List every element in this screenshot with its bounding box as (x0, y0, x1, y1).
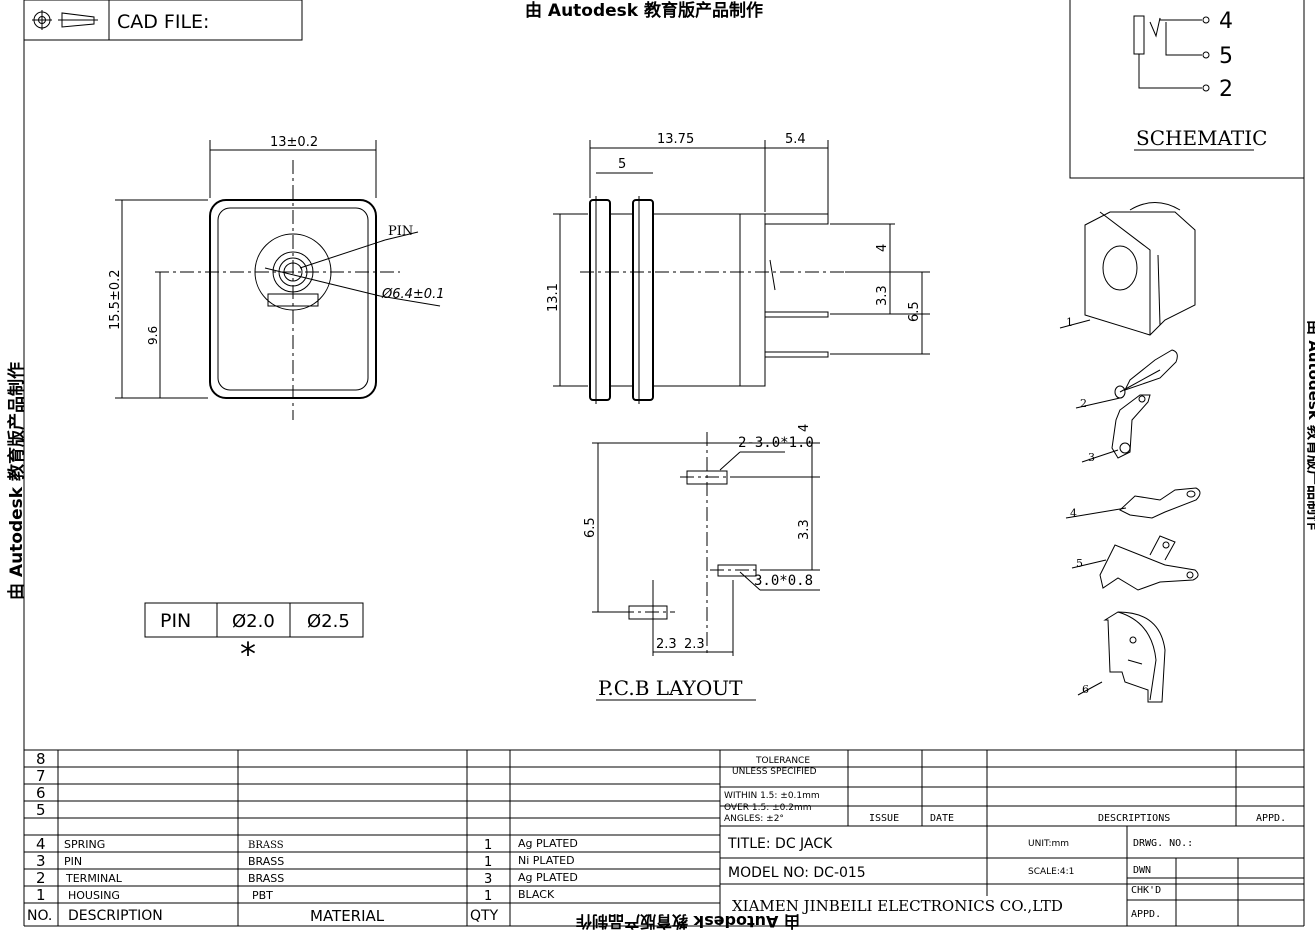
tb-chkd: CHK'D (1131, 885, 1161, 896)
pcb-dim-c: 6.5 (583, 517, 598, 538)
side-dim-b: 3.3 (875, 285, 890, 306)
watermark-right: 由 Autodesk 教育版产品制作 (1305, 320, 1315, 530)
bom-row-6: 6 (36, 784, 46, 802)
bom-header-description: DESCRIPTION (68, 908, 163, 924)
pin-table-d2: Ø2.5 (307, 611, 350, 632)
exploded-label-2: 2 (1080, 397, 1087, 410)
bom-r1-mat: PBT (252, 889, 273, 902)
bom-r3-qty: 1 (484, 855, 492, 870)
bom-r2-desc: TERMINAL (65, 872, 123, 885)
bom-r2-mat: BRASS (248, 872, 284, 885)
bom-r1-fin: BLACK (518, 888, 555, 901)
front-dim-center: 9.6 (146, 326, 160, 345)
watermark-left: 由 Autodesk 教育版产品制作 (6, 362, 27, 600)
pcb-dim-a: 4 (797, 424, 812, 432)
tb-issue: ISSUE (869, 813, 899, 824)
tb-unit: UNIT:mm (1028, 839, 1069, 849)
tol-within: WITHIN 1.5: ±0.1mm (724, 791, 820, 801)
tb-title: TITLE: DC JACK (727, 836, 833, 852)
pcb-dim-x2: 2.3 (684, 637, 705, 652)
exploded-view: 1 2 3 4 5 6 (1059, 202, 1201, 703)
front-dim-height: 15.5±0.2 (108, 269, 123, 330)
exploded-label-3: 3 (1088, 451, 1095, 464)
side-view: 13.75 5.4 5 13.1 4 3.3 6.5 (546, 132, 930, 404)
side-dim-c: 6.5 (907, 301, 922, 322)
tb-date: DATE (930, 813, 954, 824)
bom-r2-fin: Ag PLATED (518, 871, 578, 884)
tol-angles: ANGLES: ±2° (724, 814, 784, 824)
bom-r4-mat: BRASS (248, 840, 284, 851)
tb-drwg: DRWG. NO.: (1133, 838, 1193, 849)
tb-scale: SCALE:4:1 (1028, 867, 1074, 877)
exploded-label-5: 5 (1076, 557, 1083, 570)
pcb-dim-b: 3.3 (797, 519, 812, 540)
exploded-label-4: 4 (1070, 507, 1077, 520)
bom-r3-no: 3 (36, 852, 46, 870)
schematic-pin-2: 2 (1219, 77, 1233, 102)
bom-table: 8 7 6 5 4 SPRING BRASS 1 Ag PLATED 3 PIN… (24, 749, 1304, 930)
bom-r3-fin: Ni PLATED (518, 854, 575, 867)
bom-row-8: 8 (36, 750, 46, 768)
front-view: 13±0.2 15.5±0.2 9.6 PIN Ø6.4±0.1 (108, 135, 444, 420)
bom-header-material: MATERIAL (310, 907, 385, 925)
watermark-top: 由 Autodesk 教育版产品制作 (525, 0, 763, 21)
pin-table-d1: Ø2.0 (232, 611, 275, 632)
bom-r1-no: 1 (36, 886, 46, 904)
front-pin-label: PIN (388, 224, 413, 239)
bom-header-qty: QTY (470, 908, 499, 924)
tol-line1: TOLERANCE (755, 756, 810, 766)
bom-r3-desc: PIN (64, 855, 82, 868)
pcb-layout: 4 3.3 6.5 2.3 2.3 2-3.0*1.0 3.0*0.8 P.C.… (583, 424, 820, 701)
front-dim-diameter: Ø6.4±0.1 (381, 287, 444, 302)
tb-appd2: APPD. (1131, 909, 1161, 920)
schematic-pin-4: 4 (1219, 9, 1233, 34)
bom-row-5: 5 (36, 801, 46, 819)
side-dim-height: 13.1 (546, 283, 561, 312)
bom-r4-no: 4 (36, 835, 46, 853)
watermark-bottom: 由 Autodesk 教育版产品制作 (576, 912, 800, 930)
bom-r3-mat: BRASS (248, 855, 284, 868)
pcb-title: P.C.B LAYOUT (598, 676, 743, 700)
cad-file-box: CAD FILE: (23, 0, 303, 41)
bom-r1-desc: HOUSING (68, 889, 120, 902)
tb-appd: APPD. (1256, 813, 1286, 824)
pcb-slot-top: 2-3.0*1.0 (738, 435, 814, 451)
pin-table-label: PIN (160, 610, 191, 632)
front-dim-width: 13±0.2 (270, 135, 318, 150)
bom-r4-qty: 1 (484, 838, 492, 853)
bom-r4-desc: SPRING (64, 838, 105, 851)
schematic-title: SCHEMATIC (1136, 126, 1267, 150)
tb-model: MODEL NO: DC-015 (728, 865, 866, 881)
bom-r2-no: 2 (36, 869, 46, 887)
tol-line2: UNLESS SPECIFIED (732, 767, 817, 777)
title-block: TOLERANCE UNLESS SPECIFIED WITHIN 1.5: ±… (720, 750, 1304, 926)
side-dim-a: 4 (875, 244, 890, 252)
tb-dwn: DWN (1133, 865, 1151, 876)
side-dim-tab: 5.4 (785, 132, 806, 147)
side-dim-total: 13.75 (657, 132, 694, 147)
projection-symbol-icon (32, 10, 98, 30)
bom-header-no: NO. (27, 908, 52, 924)
bom-r1-qty: 1 (484, 889, 492, 904)
bom-row-7: 7 (36, 767, 46, 785)
bom-r4-fin: Ag PLATED (518, 837, 578, 850)
pin-table: PIN Ø2.0 Ø2.5 * (144, 602, 364, 673)
pin-table-mark: * (240, 635, 256, 673)
pcb-slot-bottom: 3.0*0.8 (754, 573, 813, 589)
exploded-label-1: 1 (1066, 316, 1073, 329)
schematic-box: 4 5 2 SCHEMATIC (1069, 0, 1304, 179)
exploded-label-6: 6 (1082, 683, 1089, 696)
schematic-pin-5: 5 (1219, 44, 1233, 69)
tol-over: OVER 1.5: ±0.2mm (724, 803, 811, 813)
tb-company: XIAMEN JINBEILI ELECTRONICS CO.,LTD (732, 897, 1063, 915)
side-dim-front: 5 (618, 157, 626, 172)
cad-file-label: CAD FILE: (117, 11, 209, 33)
tb-descriptions: DESCRIPTIONS (1098, 813, 1170, 824)
pcb-dim-x1: 2.3 (656, 637, 677, 652)
bom-r2-qty: 3 (484, 872, 492, 887)
